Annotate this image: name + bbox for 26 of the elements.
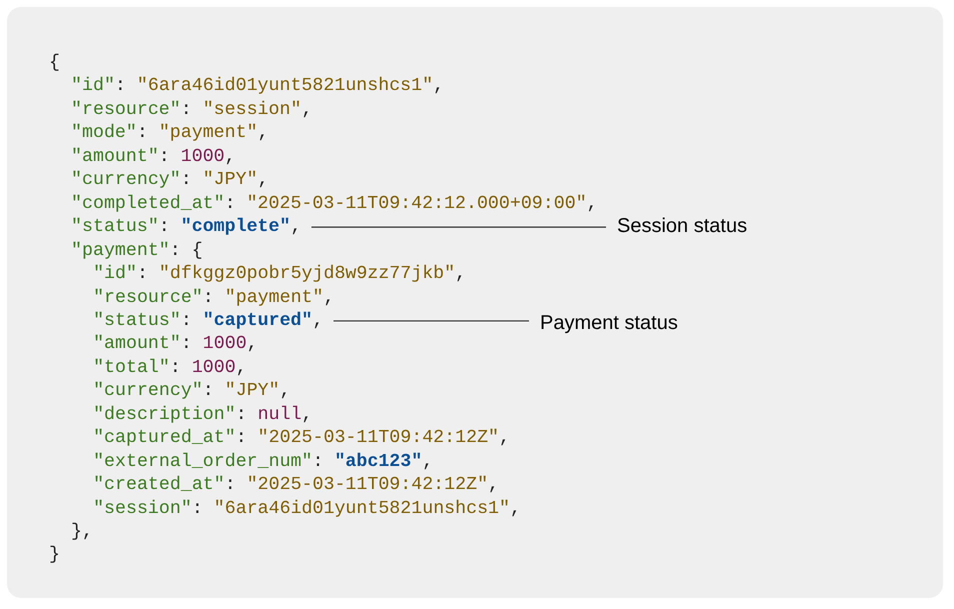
code-line: "completed_at": "2025-03-11T09:42:12.000+09:00", — [71, 192, 598, 215]
code-line: "amount": 1000, — [71, 146, 236, 168]
code-line: "external_order_num": "abc123", — [93, 450, 434, 473]
code-line: } — [49, 544, 60, 566]
code-line: { — [49, 52, 60, 74]
code-line: "currency": "JPY", — [71, 169, 269, 192]
leader-line — [311, 226, 606, 228]
callout-label: Payment status — [540, 311, 678, 335]
code-line: "amount": 1000, — [93, 333, 258, 356]
leader-line — [334, 320, 529, 322]
code-line: "mode": "payment", — [71, 122, 269, 144]
code-line: "captured_at": "2025-03-11T09:42:12Z", — [93, 427, 510, 450]
code-line: "description": null, — [93, 404, 313, 426]
code-line: "status": "complete", — [71, 216, 302, 238]
code-line: "id": "6ara46id01yunt5821unshcs1", — [71, 75, 444, 98]
code-line: "resource": "payment", — [93, 286, 334, 308]
code-line: "payment": { — [71, 240, 203, 262]
code-line: "id": "dfkggz0pobr5yjd8w9zz77jkb", — [93, 263, 466, 286]
callout-label: Session status — [617, 214, 748, 238]
code-line: "total": 1000, — [93, 356, 247, 379]
code-line: "resource": "session", — [71, 98, 312, 121]
code-line: "session": "6ara46id01yunt5821unshcs1", — [93, 498, 521, 520]
code-line: "currency": "JPY", — [93, 380, 291, 402]
code-line: "status": "captured", — [93, 310, 324, 332]
code-line: }, — [71, 521, 93, 543]
code-line: "created_at": "2025-03-11T09:42:12Z", — [93, 474, 500, 496]
